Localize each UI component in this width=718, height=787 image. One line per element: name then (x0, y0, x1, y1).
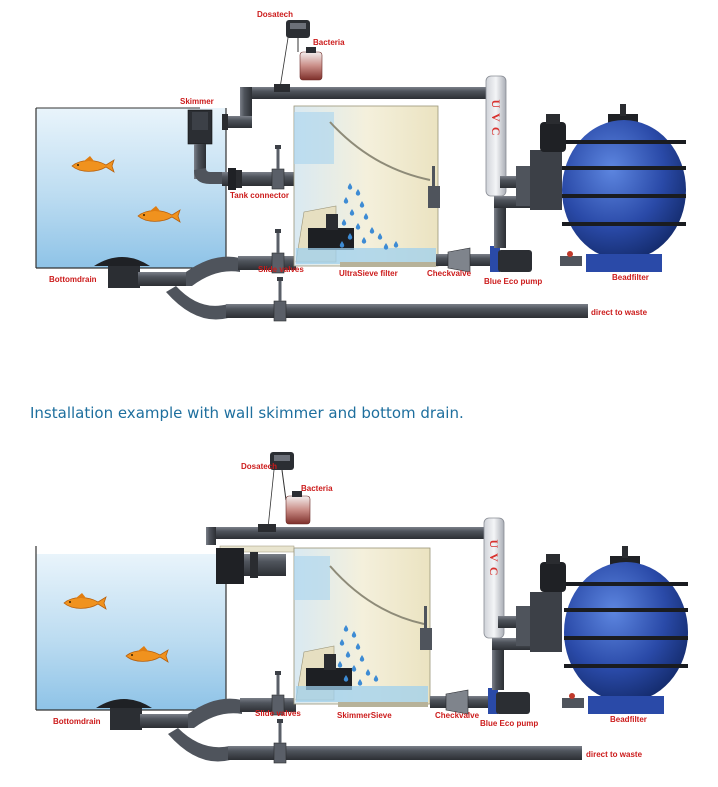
slide-valve[interactable] (273, 276, 287, 322)
label-waste: direct to waste (591, 308, 648, 317)
pond-bottom (35, 546, 227, 711)
bottom-drain (96, 698, 582, 762)
label-slide-valves: Slide valves (255, 709, 301, 718)
figure-caption: Installation example with wall skimmer a… (30, 404, 464, 422)
label-bottomdrain: Bottomdrain (49, 275, 97, 284)
skimmersieve-filter (293, 547, 432, 707)
bacteria-bottle (285, 491, 311, 525)
beadfilter (516, 104, 686, 272)
label-beadfilter: Beadfilter (610, 715, 647, 724)
label-sieve: UltraSieve filter (339, 269, 398, 278)
uvc-label: UVC (487, 540, 501, 581)
slide-valve[interactable] (273, 718, 287, 764)
ultrasieve-filter (293, 105, 440, 267)
dosatech (279, 20, 310, 89)
bottom-diagram: UVC (35, 452, 688, 764)
return-pipe (206, 527, 494, 545)
checkvalve (436, 247, 492, 273)
skimmer (187, 109, 228, 184)
label-bacteria: Bacteria (301, 484, 333, 493)
bacteria-bottle (299, 47, 323, 81)
label-bacteria: Bacteria (313, 38, 345, 47)
label-sieve: SkimmerSieve (337, 711, 392, 720)
label-pump: Blue Eco pump (480, 719, 538, 728)
label-waste: direct to waste (586, 750, 643, 759)
dosatech (267, 452, 294, 529)
label-tank-connector: Tank connector (230, 191, 289, 200)
wall-skimmer (216, 545, 295, 584)
bottom-drain (94, 256, 588, 320)
label-checkvalve: Checkvalve (427, 269, 472, 278)
return-pipe (222, 87, 495, 130)
label-dosatech: Dosatech (241, 462, 277, 471)
label-dosatech: Dosatech (257, 10, 293, 19)
slide-valve[interactable] (271, 144, 285, 190)
top-diagram: UVC (35, 10, 686, 322)
label-beadfilter: Beadfilter (612, 273, 649, 282)
label-pump: Blue Eco pump (484, 277, 542, 286)
uvc-label: UVC (489, 100, 503, 141)
label-checkvalve: Checkvalve (435, 711, 480, 720)
checkvalve (430, 689, 490, 715)
label-skimmer: Skimmer (180, 97, 214, 106)
label-slide-valves: Slide valves (258, 265, 304, 274)
label-bottomdrain: Bottomdrain (53, 717, 101, 726)
beadfilter (516, 546, 688, 714)
